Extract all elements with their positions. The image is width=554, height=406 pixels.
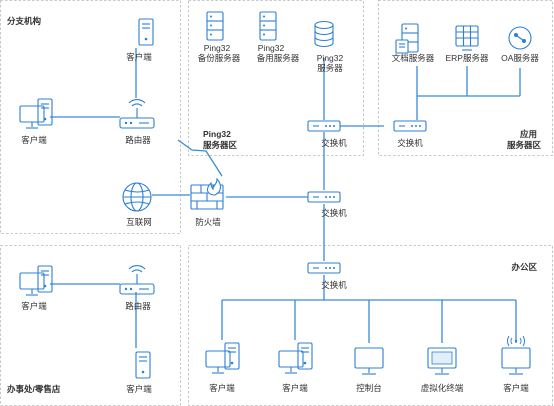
switch-mid-label: 交换机 <box>321 208 347 218</box>
office-client-mobile[interactable] <box>501 347 531 375</box>
zone-branch <box>0 0 181 234</box>
ping32-main-server[interactable] <box>314 20 334 48</box>
zone-office-title: 办公区 <box>511 262 537 272</box>
doc-server[interactable] <box>395 23 419 54</box>
switch-office-label: 交换机 <box>321 280 347 290</box>
wireless-icon <box>507 335 525 347</box>
ping32-standby-server[interactable] <box>259 11 277 41</box>
zone-app <box>378 0 553 156</box>
zone-ping32 <box>188 0 364 156</box>
retail-client-bottom[interactable] <box>135 351 151 379</box>
firewall-icon[interactable] <box>190 177 224 210</box>
erp-server[interactable] <box>455 25 479 51</box>
console-label: 控制台 <box>356 383 382 393</box>
zone-ping32-title-2: 服务器区 <box>203 140 238 150</box>
branch-client-left[interactable] <box>19 98 53 129</box>
branch-client-top-label: 客户端 <box>126 52 152 62</box>
retail-router-label: 路由器 <box>125 301 151 311</box>
doc-server-label: 文档服务器 <box>392 53 435 63</box>
zone-retail <box>0 245 181 406</box>
switch-app-label: 交换机 <box>397 138 423 148</box>
ping32-standby-label-2: 备用服务器 <box>257 53 300 63</box>
ping32-backup-server[interactable] <box>206 11 224 41</box>
oa-server[interactable] <box>508 26 532 50</box>
office-client-1[interactable] <box>205 342 240 374</box>
retail-router[interactable] <box>119 264 155 295</box>
branch-router[interactable] <box>119 98 155 129</box>
ping32-backup-label-1: Ping32 <box>204 43 231 53</box>
retail-client-left-label: 客户端 <box>21 301 47 311</box>
switch-top-label: 交换机 <box>321 138 347 148</box>
branch-router-label: 路由器 <box>125 135 151 145</box>
office-client-2-label: 客户端 <box>282 383 308 393</box>
ping32-standby-label-1: Ping32 <box>258 43 285 53</box>
office-client-1-label: 客户端 <box>209 383 235 393</box>
retail-client-bottom-label: 客户端 <box>126 384 152 394</box>
switch-app[interactable] <box>393 120 427 132</box>
virtual-terminal-label: 虚拟化终端 <box>421 383 464 393</box>
zone-office <box>188 245 553 406</box>
switch-top[interactable] <box>307 120 341 132</box>
ping32-main-label-1: Ping32 <box>317 53 344 63</box>
internet-globe-icon[interactable] <box>122 182 152 212</box>
zone-app-title-2: 服务器区 <box>507 140 542 150</box>
zone-retail-title: 办事处/零售店 <box>7 384 61 394</box>
retail-client-left[interactable] <box>19 265 53 296</box>
branch-client-top[interactable] <box>138 18 154 46</box>
wires <box>50 48 521 348</box>
zone-app-title-1: 应用 <box>520 129 537 139</box>
ping32-backup-label-2: 备份服务器 <box>198 53 241 63</box>
office-client-2[interactable] <box>278 342 313 374</box>
switch-mid[interactable] <box>307 191 341 203</box>
zone-ping32-title-1: Ping32 <box>203 129 231 139</box>
office-client-mobile-label: 客户端 <box>503 383 529 393</box>
virtual-terminal[interactable] <box>427 347 457 375</box>
erp-server-label: ERP服务器 <box>446 53 489 63</box>
ping32-main-label-2: 服务器 <box>317 63 343 73</box>
branch-client-left-label: 客户端 <box>21 135 47 145</box>
oa-server-label: OA服务器 <box>501 53 539 63</box>
internet-label: 互联网 <box>126 217 152 227</box>
firewall-label: 防火墙 <box>195 217 221 227</box>
zone-branch-title: 分支机构 <box>7 16 42 26</box>
console-monitor[interactable] <box>354 347 384 375</box>
switch-office[interactable] <box>307 262 341 274</box>
